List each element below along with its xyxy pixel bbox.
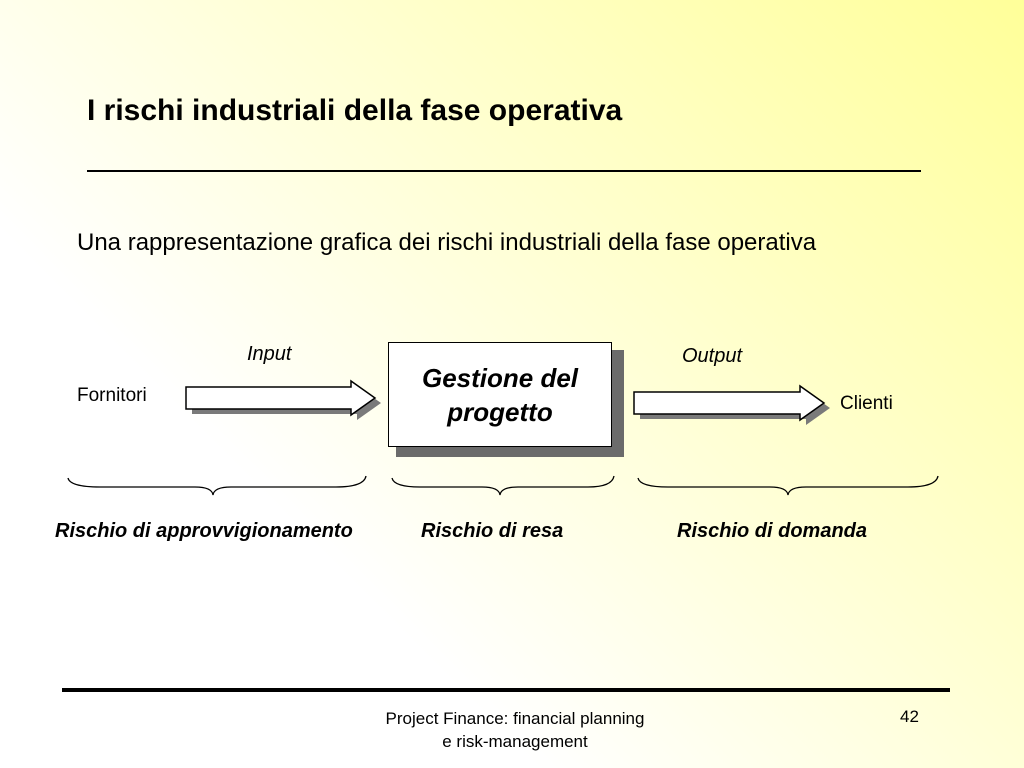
process-line-2: progetto xyxy=(447,396,553,427)
output-arrow xyxy=(633,384,830,425)
risk-resa: Rischio di resa xyxy=(421,520,564,542)
footer-line-1: Project Finance: financial planning xyxy=(385,709,645,728)
slide-subtitle: Una rappresentazione grafica dei rischi … xyxy=(77,229,817,256)
page-number: 42 xyxy=(900,707,919,726)
title-underline xyxy=(87,170,921,172)
brace-approvvigionamento xyxy=(67,475,367,496)
input-arrow xyxy=(185,379,381,420)
clienti-label: Clienti xyxy=(840,393,893,414)
footer-line-2: e risk-management xyxy=(442,732,588,751)
brace-domanda xyxy=(637,475,939,496)
footer-text: Project Finance: financial planning e ri… xyxy=(300,707,730,753)
footer-divider xyxy=(62,688,950,692)
output-label: Output xyxy=(682,345,743,367)
process-box-text: Gestione del progetto xyxy=(405,361,595,429)
input-label: Input xyxy=(247,343,292,365)
process-line-1: Gestione del xyxy=(421,362,579,393)
brace-resa xyxy=(391,475,615,496)
risk-domanda: Rischio di domanda xyxy=(677,520,868,542)
slide-title: I rischi industriali della fase operativ… xyxy=(87,94,623,127)
risk-approvvigionamento: Rischio di approvvigionamento xyxy=(55,520,353,542)
fornitori-label: Fornitori xyxy=(77,385,147,406)
process-box: Gestione del progetto xyxy=(388,342,612,447)
